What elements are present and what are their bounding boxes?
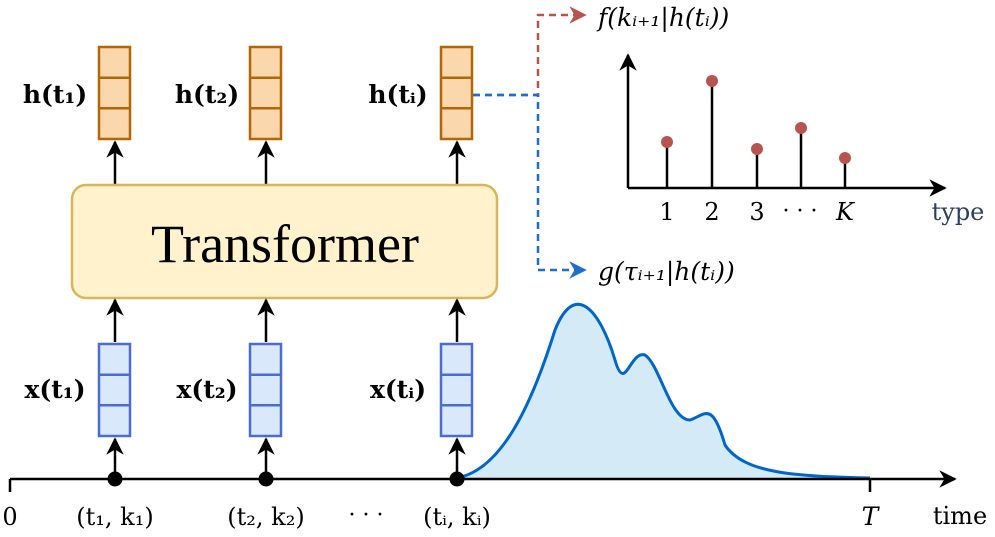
type-dist-formula: f(kᵢ₊₁|h(tᵢ)): [596, 3, 729, 33]
type-stem-dot-3: [751, 143, 763, 155]
time-density-curve: [456, 302, 871, 480]
input-vector-i: [439, 342, 474, 438]
hidden-vector-2: [248, 45, 283, 141]
input-label-1: x(t₁): [24, 375, 85, 404]
hidden-vector-1: [97, 45, 132, 141]
transformer-block: [70, 183, 499, 300]
event-label-1: (t₁, k₁): [76, 503, 153, 531]
event-label-2: (t₂, k₂): [227, 503, 304, 531]
input-vector-1: [97, 342, 132, 438]
time-axis-label: time: [933, 502, 987, 530]
type-stem-dot-4: [795, 122, 807, 134]
event-label-i: (tᵢ, kᵢ): [423, 503, 491, 531]
event-dot-i: [449, 471, 465, 487]
time-axis-end-label: T: [862, 502, 881, 531]
hidden-label-1: h(t₁): [23, 80, 87, 109]
hidden-label-2: h(t₂): [175, 80, 239, 109]
type-axis-label: type: [932, 198, 985, 226]
hidden-vector-i: [439, 45, 474, 141]
transformer-label: Transformer: [151, 214, 419, 274]
time-density-fill: [457, 304, 870, 478]
type-stem-dot-5: [839, 152, 851, 164]
input-label-2: x(t₂): [176, 375, 237, 404]
input-label-i: x(tᵢ): [370, 375, 426, 404]
type-tick-2: 2: [704, 198, 719, 226]
type-tick-1: 1: [659, 198, 674, 226]
hidden-label-i: h(tᵢ): [368, 80, 427, 109]
dashed-path-to-type-dist: [473, 6, 587, 97]
time-axis-origin-label: 0: [2, 503, 17, 531]
event-label-ellipsis: · · ·: [349, 503, 384, 528]
type-tick-K: K: [835, 198, 856, 226]
type-tick-ellipsis: · · ·: [783, 199, 818, 224]
event-dot-1: [107, 471, 123, 487]
type-tick-3: 3: [749, 198, 764, 226]
type-stem-dot-1: [661, 136, 673, 148]
time-dist-formula: g(τᵢ₊₁|h(tᵢ)): [598, 257, 735, 287]
type-stem-dot-2: [706, 75, 718, 87]
input-vector-2: [248, 342, 283, 438]
event-dot-2: [258, 471, 274, 487]
